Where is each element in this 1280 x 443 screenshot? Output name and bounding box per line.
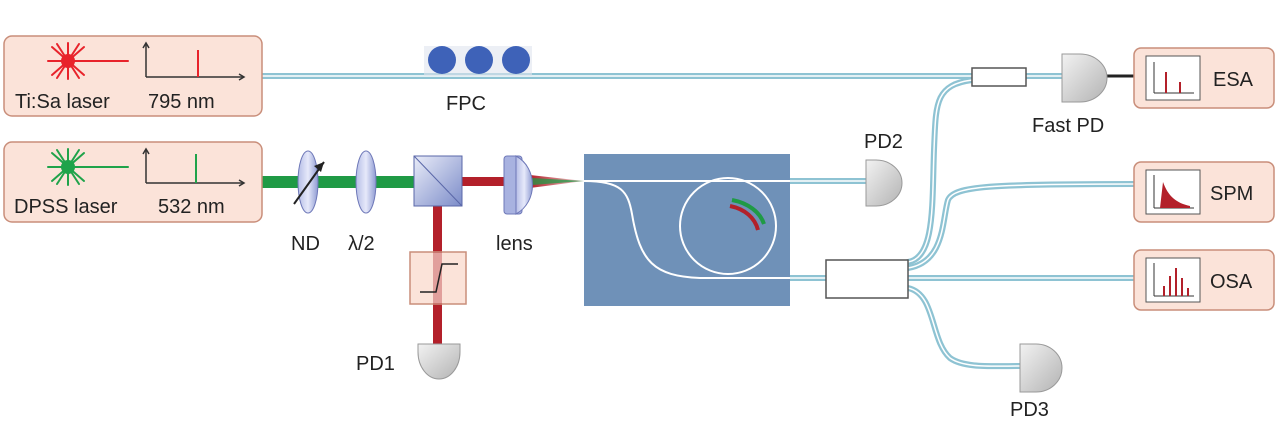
red-beam-to-lens: [462, 177, 508, 186]
laser-wavelength: 795 nm: [148, 91, 215, 113]
tisa-laser-box: Ti:Sa laser 795 nm: [3, 35, 263, 117]
pd1-detector: [417, 343, 461, 380]
fpc-paddle: [465, 46, 493, 74]
fiber-splitter: [825, 259, 909, 299]
laser-name: Ti:Sa laser: [15, 91, 110, 113]
osa-box: OSA: [1133, 249, 1275, 311]
fiber-cores: [261, 75, 1135, 367]
pd2-label: PD2: [864, 131, 903, 153]
fiber-coupler: [971, 67, 1027, 87]
osa-spectrum-icon: [1163, 268, 1189, 296]
dpss-laser-box: DPSS laser 532 nm: [3, 141, 263, 223]
fpc-paddles: [424, 46, 532, 76]
spectrum-axes-icon: [1153, 62, 1194, 94]
laser-wavelength: 532 nm: [158, 196, 225, 218]
fpc-label: FPC: [446, 93, 486, 115]
pd3-label: PD3: [1010, 399, 1049, 421]
half-wave-label: λ/2: [348, 233, 375, 255]
spm-box: SPM: [1133, 161, 1275, 223]
focused-beam-green: [532, 178, 584, 185]
esa-box: ESA: [1133, 47, 1275, 109]
filter-box: [409, 251, 467, 305]
microring-chip: [583, 154, 790, 306]
half-wave-plate: [355, 150, 377, 214]
fast-pd-label: Fast PD: [1032, 115, 1104, 137]
fpc-paddle: [428, 46, 456, 74]
spm-label: SPM: [1210, 183, 1253, 205]
fast-pd-detector: [1061, 53, 1108, 103]
spm-spectrum-icon: [1160, 182, 1190, 208]
osa-label: OSA: [1210, 271, 1253, 293]
green-beam: [262, 176, 414, 188]
pd2-detector: [865, 159, 903, 207]
lens-label: lens: [496, 233, 533, 255]
beam-splitter-cube: [413, 155, 463, 207]
esa-label: ESA: [1213, 69, 1254, 91]
nd-label: ND: [291, 233, 320, 255]
spectrum-axes-icon: [142, 41, 246, 81]
pd1-label: PD1: [356, 353, 395, 375]
fpc-paddle: [502, 46, 530, 74]
pd3-detector: [1019, 343, 1063, 393]
focusing-lens: [503, 155, 533, 215]
ring-resonator: [679, 177, 777, 275]
splitter-to-spm-fiber: [905, 181, 1137, 271]
laser-name: DPSS laser: [14, 196, 118, 218]
splitter-to-pd3-fiber: [905, 285, 1025, 370]
nd-filter: [293, 150, 325, 214]
